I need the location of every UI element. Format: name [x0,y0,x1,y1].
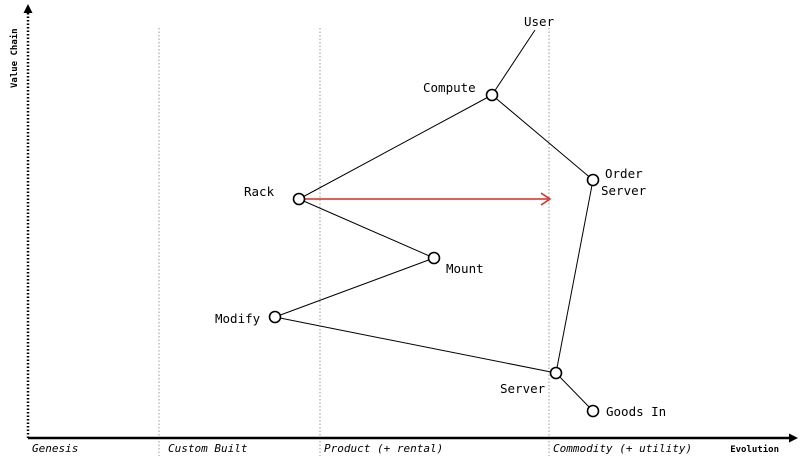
node-label-server: Server [500,381,546,396]
links [274,29,594,412]
x-axis-label: Evolution [730,444,779,455]
node-label-user: User [524,14,555,29]
node-label-server-2: Server [601,183,647,198]
node-goods-in[interactable] [586,404,600,418]
stage-label-commodity: Commodity (+ utility) [553,442,692,455]
y-axis-label: Value Chain [9,28,20,88]
node-order-server[interactable] [586,173,600,187]
node-rack[interactable] [292,192,306,206]
node-server[interactable] [549,366,563,380]
stage-label-genesis: Genesis [32,442,78,455]
node-label-order: Order [605,166,643,181]
node-label-goods-in: Goods In [606,404,666,419]
link-rack-mount [298,198,435,259]
link-mount-modify [274,257,435,318]
node-modify[interactable] [268,310,282,324]
link-server-goods-in [555,372,594,412]
node-compute[interactable] [485,88,499,102]
node-label-mount: Mount [446,261,484,276]
movement-arrow-rack [305,192,552,206]
stage-label-custom-built: Custom Built [168,442,248,455]
stage-label-product: Product (+ rental) [324,442,443,455]
link-compute-order-server [491,94,594,181]
link-modify-server [274,316,557,374]
node-label-rack: Rack [244,184,275,199]
x-axis-arrowhead [789,433,798,443]
link-user-compute [491,29,536,96]
node-mount[interactable] [427,251,441,265]
node-label-modify: Modify [215,311,261,326]
nodes [268,88,600,418]
y-axis-arrowhead [23,4,33,13]
node-label-compute: Compute [423,80,476,95]
link-order-server-server [555,179,594,374]
link-compute-rack [298,94,493,200]
